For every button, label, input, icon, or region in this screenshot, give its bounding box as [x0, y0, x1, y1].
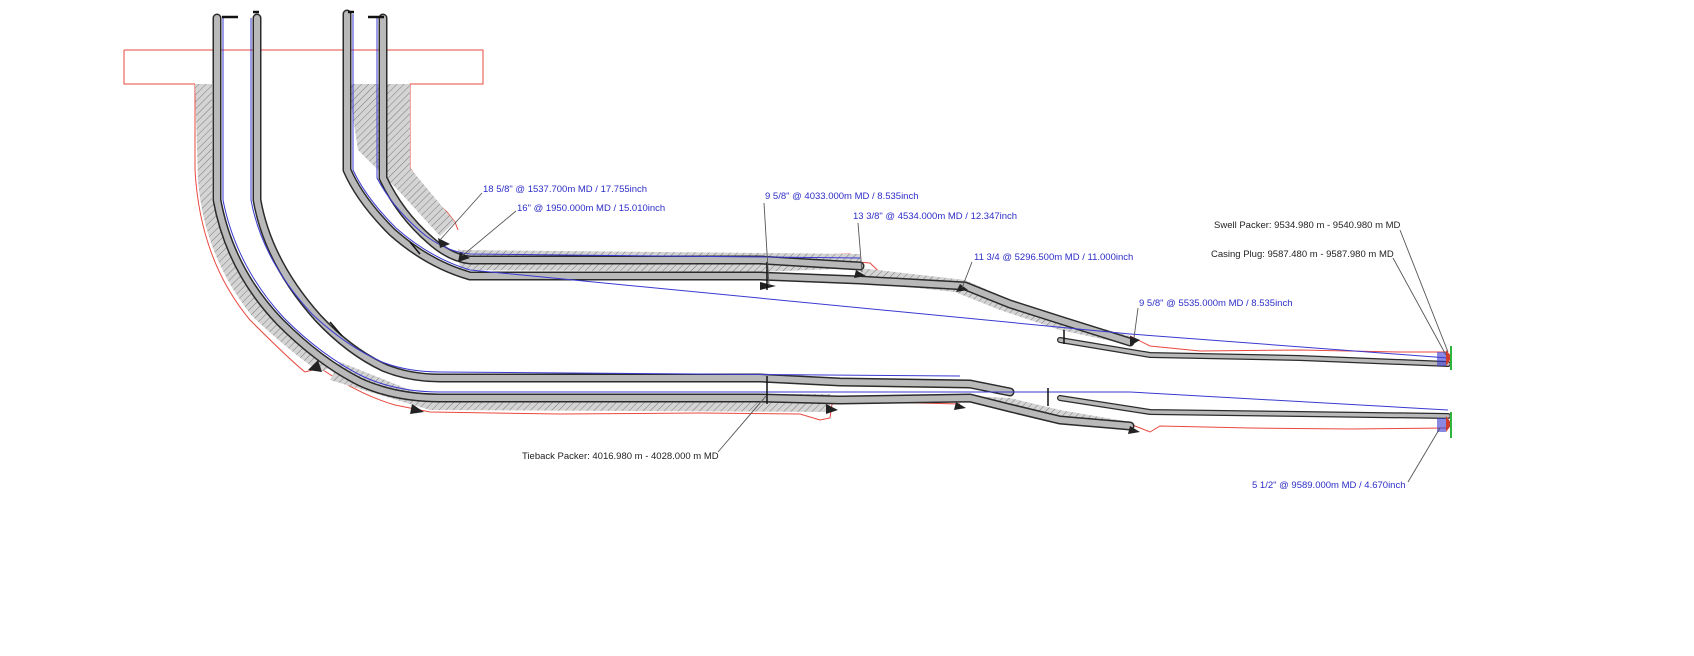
shoe-lower-a — [410, 404, 424, 414]
shoe-lower-c — [954, 402, 966, 410]
label-casing-plug: Casing Plug: 9587.480 m - 9587.980 m MD — [1211, 249, 1394, 260]
inner-left-b — [250, 18, 961, 377]
casing-left-outer-fill — [214, 15, 1133, 429]
lateral-upper-string-fill — [1058, 338, 1450, 366]
inner-right-a — [352, 14, 1449, 359]
shoe-9-5-8-a — [760, 282, 776, 290]
shoe-lower-d — [1128, 426, 1140, 434]
inner-right-b — [376, 18, 861, 259]
shoe-18-5-8 — [438, 238, 450, 248]
leader-9-5-8-a — [763, 202, 770, 287]
packer-swell-lower — [1437, 412, 1452, 438]
leader-lines — [439, 192, 1449, 483]
label-casing-9-5-8-b: 9 5/8" @ 5535.000m MD / 8.535inch — [1139, 298, 1293, 309]
lateral-lower-string-fill — [1058, 396, 1450, 418]
label-casing-13-3-8: 13 3/8" @ 4534.000m MD / 12.347inch — [853, 211, 1017, 222]
lower-bore-outer-wall — [194, 84, 961, 421]
shoe-9-5-8-b — [1130, 336, 1140, 346]
junction-marker-upper — [409, 241, 421, 255]
packers — [329, 241, 1065, 406]
shoe-left-bend — [308, 360, 322, 372]
casing-strings — [212, 9, 1451, 431]
label-casing-5-1-2: 5 1/2" @ 9589.000m MD / 4.670inch — [1252, 480, 1406, 491]
leader-swell-packer — [1399, 229, 1449, 353]
cement-left-bend — [195, 84, 330, 372]
label-casing-16: 16" @ 1950.000m MD / 15.010inch — [517, 203, 665, 214]
shoe-13-3-8 — [854, 270, 866, 278]
inner-left-a — [222, 18, 1449, 411]
casing-right-outer-fill — [344, 11, 1133, 345]
leader-5-1-2 — [1407, 427, 1441, 483]
casing-left-outer — [212, 13, 1135, 431]
leader-11-3-4 — [961, 261, 973, 289]
leader-9-5-8-b — [1133, 307, 1139, 339]
leader-tieback-packer — [717, 395, 767, 453]
lateral-upper-wall — [1129, 335, 1448, 353]
lateral-lower-wall — [1129, 423, 1449, 433]
casing-left-inner-fill — [254, 15, 1013, 395]
cement-lower-horizontal — [330, 362, 830, 412]
junction-marker-lower — [329, 321, 343, 337]
casing-right-outer — [342, 9, 1135, 347]
label-casing-11-3-4: 11 3/4 @ 5296.500m MD / 11.000inch — [974, 252, 1133, 263]
cement-right-bend — [348, 84, 455, 236]
label-casing-9-5-8-a: 9 5/8" @ 4033.000m MD / 8.535inch — [765, 191, 919, 202]
leader-casing-plug — [1392, 257, 1447, 356]
leader-13-3-8 — [857, 222, 863, 273]
leader-16 — [461, 210, 517, 257]
annotations: 18 5/8" @ 1537.700m MD / 17.755inch 16" … — [483, 184, 1406, 491]
inner-bore-lines — [222, 14, 1449, 411]
label-casing-18-5-8: 18 5/8" @ 1537.700m MD / 17.755inch — [483, 184, 647, 195]
casing-right-inner-fill — [380, 15, 863, 269]
leader-18-5-8 — [439, 192, 483, 241]
wellhead-caps — [222, 10, 384, 19]
label-tieback-packer: Tieback Packer: 4016.980 m - 4028.000 m … — [522, 451, 719, 462]
shoe-lower-b — [826, 404, 838, 414]
label-swell-packer: Swell Packer: 9534.980 m - 9540.980 m MD — [1214, 220, 1401, 231]
shoe-16 — [458, 252, 470, 262]
packer-swell-upper — [1437, 346, 1452, 370]
casing-right-inner — [378, 13, 865, 271]
